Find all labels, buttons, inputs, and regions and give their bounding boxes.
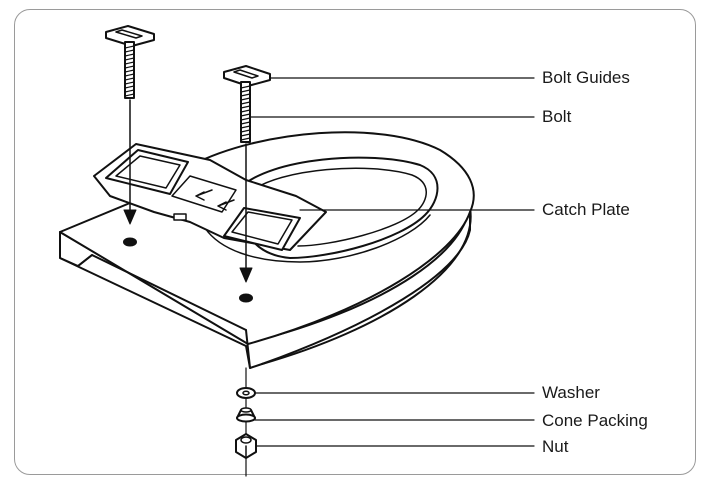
leader-lines	[249, 77, 535, 447]
label-washer: Washer	[542, 383, 600, 402]
bolt-left	[124, 41, 135, 99]
label-bolt: Bolt	[542, 107, 572, 126]
label-cone-packing: Cone Packing	[542, 411, 648, 430]
bolt-right	[240, 81, 251, 143]
label-nut: Nut	[542, 437, 569, 456]
cone-packing	[236, 407, 256, 423]
bolt-guide-left	[105, 25, 155, 47]
label-catch-plate: Catch Plate	[542, 200, 630, 219]
catch-plate	[93, 143, 327, 251]
mounting-hole-right	[239, 293, 253, 303]
label-bolt-guides: Bolt Guides	[542, 68, 630, 87]
bolt-guide-right	[223, 65, 271, 87]
washer	[236, 387, 256, 399]
mounting-hole-left	[123, 237, 137, 247]
diagram-frame	[14, 9, 696, 475]
nut	[235, 433, 257, 459]
